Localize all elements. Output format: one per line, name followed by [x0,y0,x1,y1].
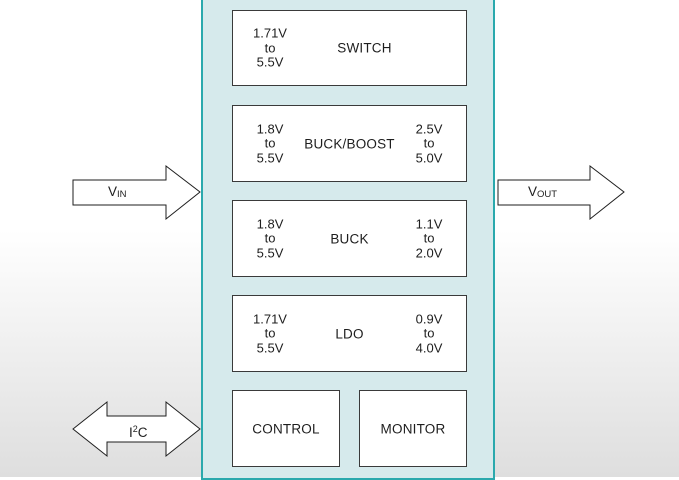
vin-arrow [72,164,201,221]
vout-label: VOUT [528,184,558,200]
vin-label: VIN [108,184,127,200]
monitor-block: MONITOR [359,390,467,467]
switch-input-range: 1.71V to 5.5V [253,25,287,70]
control-block: CONTROL [232,390,340,467]
ldo-block: 1.71V to 5.5V LDO 0.9V to 4.0V [232,295,467,372]
ldo-label: LDO [335,326,364,341]
buck-boost-output-range: 2.5V to 5.0V [415,120,443,165]
ldo-output-range: 0.9V to 4.0V [415,310,443,355]
buck-boost-input-range: 1.8V to 5.5V [256,120,284,165]
monitor-label: MONITOR [380,421,446,436]
switch-label: SWITCH [337,40,392,56]
buck-input-range: 1.8V to 5.5V [256,215,284,260]
buck-label: BUCK [330,231,369,246]
buck-boost-block: 1.8V to 5.5V BUCK/BOOST 2.5V to 5.0V [232,105,467,182]
i2c-arrow [72,400,201,458]
buck-boost-label: BUCK/BOOST [304,136,395,151]
switch-block: 1.71V to 5.5V SWITCH [232,10,467,86]
ldo-input-range: 1.71V to 5.5V [253,310,287,355]
control-label: CONTROL [252,421,320,436]
buck-output-range: 1.1V to 2.0V [415,215,443,260]
buck-block: 1.8V to 5.5V BUCK 1.1V to 2.0V [232,200,467,277]
i2c-label: I2C [129,424,148,440]
vout-arrow [497,164,625,221]
